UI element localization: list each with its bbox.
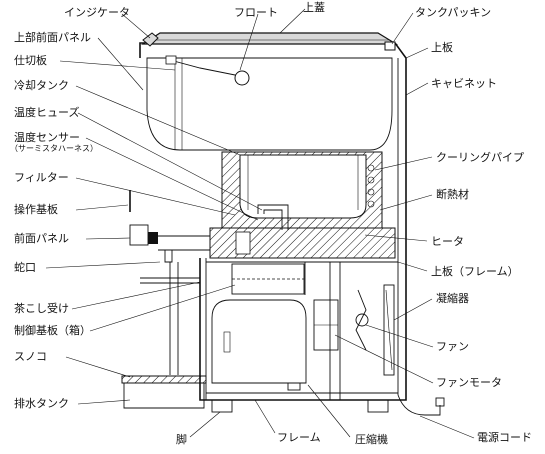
- label-tank-packing: タンクパッキン: [415, 6, 492, 19]
- label-top-plate: 上板: [431, 41, 453, 54]
- label-leg: 脚: [176, 433, 187, 446]
- fan: [355, 289, 369, 351]
- drain-tank: [121, 375, 207, 409]
- front-controls: [129, 190, 211, 263]
- label-filter: フィルター: [14, 171, 69, 184]
- upper-tank: [146, 57, 393, 151]
- indicator: [142, 32, 159, 47]
- label-faucet: 蛇口: [14, 261, 36, 274]
- label-upper-front-panel: 上部前面パネル: [14, 31, 91, 44]
- front-panel: [169, 262, 179, 375]
- control-board-box: [231, 263, 305, 295]
- label-fan-motor: ファンモータ: [436, 376, 502, 389]
- label-tea-strainer-holder: 茶こし受け: [14, 302, 69, 315]
- condenser: [383, 284, 395, 376]
- label-condenser: 凝縮器: [436, 292, 469, 305]
- label-thermal-fuse: 温度ヒューズ: [14, 106, 80, 119]
- label-insulation: 断熱材: [436, 188, 469, 201]
- label-temperature-sensor: 温度センサー: [14, 131, 80, 144]
- cooling-tank: [221, 151, 383, 229]
- label-frame: フレーム: [277, 431, 321, 444]
- label-fan: ファン: [436, 340, 469, 353]
- label-drain-tank: 排水タンク: [14, 397, 69, 410]
- label-top-plate-frame: 上板（フレーム）: [431, 265, 519, 278]
- label-power-cord: 電源コード: [477, 431, 532, 444]
- label-control-board-box: 制御基板（箱）: [14, 324, 91, 337]
- label-float: フロート: [234, 6, 278, 19]
- float: [165, 55, 250, 86]
- heater-insulation-block: [209, 227, 396, 259]
- label-heater: ヒータ: [431, 235, 464, 248]
- label-thermistor-harness: （サーミスタハーネス）: [10, 144, 98, 153]
- label-cabinet: キャビネット: [431, 77, 497, 90]
- tank-packing: [384, 41, 396, 51]
- label-partition-plate: 仕切板: [14, 54, 47, 67]
- leader-lines: [45, 8, 475, 439]
- fan-motor: [313, 299, 339, 351]
- thermal-fuse-pipe: [257, 204, 289, 230]
- label-front-panel: 前面パネル: [14, 232, 69, 245]
- compressor: [211, 299, 307, 391]
- label-control-board: 操作基板: [14, 203, 58, 216]
- label-cooling-pipe: クーリングパイプ: [436, 151, 524, 164]
- label-indicator: インジケータ: [64, 6, 130, 19]
- top-lid: [140, 32, 399, 45]
- power-cord: [397, 394, 445, 416]
- legs: [211, 399, 389, 413]
- frame: [206, 261, 398, 400]
- label-top-lid: 上蓋: [303, 1, 325, 14]
- label-cooling-tank: 冷却タンク: [14, 79, 69, 92]
- label-drainboard: スノコ: [14, 350, 47, 363]
- label-compressor: 圧縮機: [355, 433, 388, 446]
- cooling-pipe: [367, 164, 375, 208]
